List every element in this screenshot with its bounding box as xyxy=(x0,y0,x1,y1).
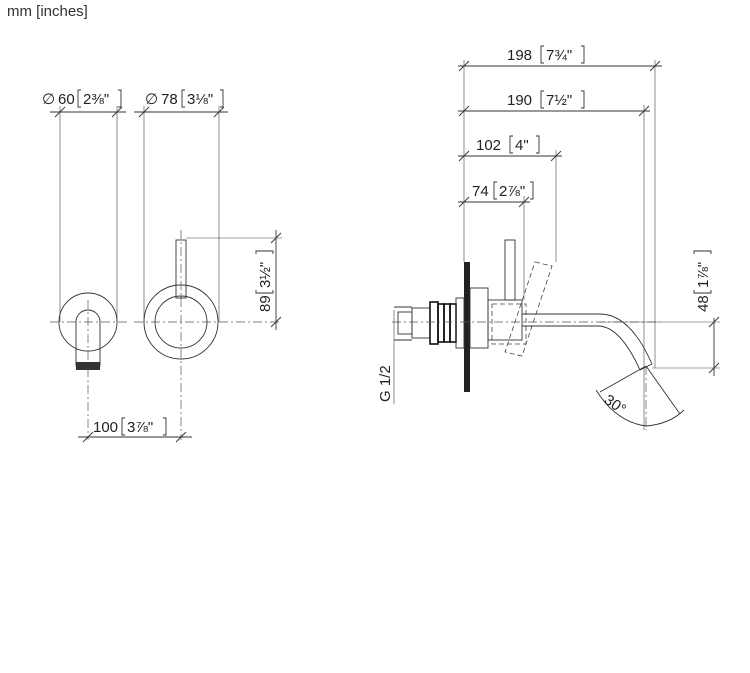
svg-text:7½": 7½" xyxy=(546,92,572,109)
front-view-mixer xyxy=(78,106,282,443)
svg-text:∅: ∅ xyxy=(42,91,55,108)
svg-text:190: 190 xyxy=(507,92,532,109)
dimension-width-198: 198 7¾" xyxy=(507,45,585,64)
svg-text:102: 102 xyxy=(476,137,501,154)
dimension-height-89: 89 3½" xyxy=(255,250,274,312)
dimension-width-100: 100 3⅞" xyxy=(93,417,167,436)
dimension-width-74: 74 2⅞" xyxy=(472,181,534,200)
angle-label: 30° xyxy=(601,391,629,418)
svg-text:2⅞": 2⅞" xyxy=(499,183,525,200)
front-view-spout xyxy=(50,106,127,440)
dimension-diameter-60: ∅ 60 2⅜" xyxy=(42,89,122,108)
dimension-diameter-78: ∅ 78 3⅛" xyxy=(145,89,224,108)
svg-text:78: 78 xyxy=(161,91,178,108)
dimension-height-48: 48 1⅞" xyxy=(693,250,712,312)
side-view xyxy=(392,60,720,430)
svg-text:3⅞": 3⅞" xyxy=(127,419,153,436)
dimension-width-102: 102 4" xyxy=(476,135,540,154)
svg-text:∅: ∅ xyxy=(145,91,158,108)
svg-text:3½": 3½" xyxy=(257,262,274,288)
svg-text:198: 198 xyxy=(507,47,532,64)
svg-text:60: 60 xyxy=(58,91,75,108)
svg-text:7¾": 7¾" xyxy=(546,47,572,64)
svg-text:74: 74 xyxy=(472,183,489,200)
dimension-width-190: 190 7½" xyxy=(507,90,585,109)
svg-text:1⅞": 1⅞" xyxy=(695,262,712,288)
thread-label: G 1/2 xyxy=(377,365,394,402)
svg-text:30°: 30° xyxy=(601,391,629,418)
svg-text:4": 4" xyxy=(515,137,529,154)
svg-text:100: 100 xyxy=(93,419,118,436)
svg-text:48: 48 xyxy=(695,295,712,312)
svg-text:2⅜": 2⅜" xyxy=(83,91,109,108)
svg-text:89: 89 xyxy=(257,295,274,312)
svg-text:3⅛": 3⅛" xyxy=(187,91,213,108)
svg-text:G 1/2: G 1/2 xyxy=(377,365,394,402)
unit-label: mm [inches] xyxy=(7,3,88,20)
